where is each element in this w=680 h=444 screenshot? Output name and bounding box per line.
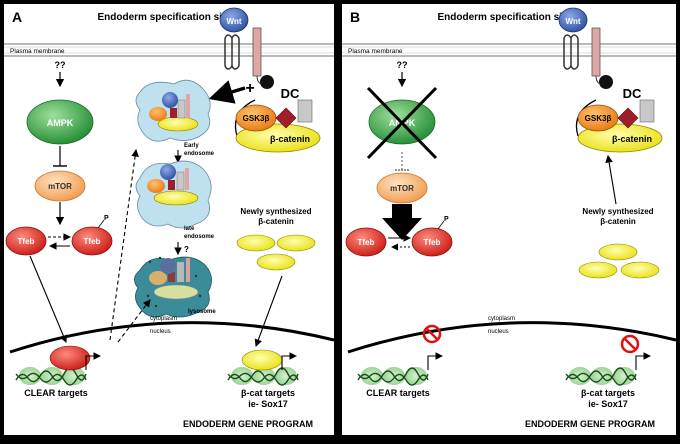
mtor-node bbox=[34, 170, 86, 202]
bcat-targets-label-1: β-cat targets bbox=[241, 388, 295, 398]
plasma-membrane-b bbox=[342, 43, 676, 57]
unknown-signal-label-b: ?? bbox=[397, 60, 408, 70]
gsk3b-label-b: GSK3β bbox=[585, 114, 612, 123]
dc-label: DC bbox=[281, 86, 300, 101]
frizzled-receptor bbox=[224, 34, 240, 70]
newly-synth-label-2: β-catenin bbox=[258, 217, 294, 226]
destruction-complex-b: β-catenin GSK3β DC bbox=[575, 86, 663, 153]
new-bcat-2-b bbox=[578, 261, 618, 279]
nucleus-label: nucleus bbox=[150, 329, 171, 335]
plus-sign: + bbox=[245, 80, 254, 97]
newly-synth-label-2-b: β-catenin bbox=[600, 217, 636, 226]
apc-node-b bbox=[639, 99, 655, 123]
no-transcription-icon-2 bbox=[620, 334, 640, 354]
endoderm-program-label-b: ENDODERM GENE PROGRAM bbox=[525, 419, 655, 429]
beta-catenin-label: β-catenin bbox=[270, 134, 310, 144]
panel-b: B Endoderm specification signal Plasma m… bbox=[342, 4, 677, 435]
panel-a-signal-title: Endoderm specification signal bbox=[97, 12, 242, 23]
new-bcat-2 bbox=[276, 234, 316, 252]
lysosome-label: lysosome bbox=[188, 309, 216, 315]
panel-a-letter: A bbox=[12, 9, 22, 25]
mtor-strong-activation-arrow bbox=[382, 204, 422, 240]
newly-synth-label-1-b: Newly synthesized bbox=[582, 207, 653, 216]
new-bcat-1-b bbox=[598, 243, 638, 261]
new-bcat-3-b bbox=[620, 261, 660, 279]
new-bcat-1 bbox=[236, 234, 276, 252]
frizzled-receptor-b bbox=[563, 34, 579, 70]
late-endosome-label-2: endosome bbox=[184, 234, 215, 240]
nuclear-envelope-b bbox=[347, 321, 677, 354]
bcat-chromatin-b bbox=[565, 366, 637, 386]
lrp6-coreceptor bbox=[252, 27, 262, 77]
apc-node bbox=[297, 99, 313, 123]
dc-label-b: DC bbox=[623, 86, 642, 101]
bcat-targets-label-1-b: β-cat targets bbox=[581, 388, 635, 398]
phospho-label-b: P bbox=[444, 216, 449, 223]
mtor-label-b: mTOR bbox=[390, 184, 414, 193]
axin-node bbox=[275, 107, 297, 129]
endoderm-program-label: ENDODERM GENE PROGRAM bbox=[183, 419, 313, 429]
wnt-ligand bbox=[219, 7, 249, 33]
clear-chromatin-b bbox=[357, 366, 429, 386]
cytoplasm-label: cytoplasm bbox=[150, 316, 177, 322]
unknown-signal-label: ?? bbox=[55, 60, 66, 70]
panel-b-signal-title: Endoderm specification signal bbox=[437, 12, 582, 23]
panel-a: A Endoderm specification signal Plasma m… bbox=[4, 4, 335, 435]
tfeb-dephosphorylated-b bbox=[345, 227, 387, 257]
tfeb-bound bbox=[49, 345, 91, 371]
ampk-label: AMPK bbox=[47, 118, 74, 128]
wnt-label: Wnt bbox=[226, 17, 241, 26]
clear-targets-label: CLEAR targets bbox=[24, 388, 88, 398]
tfeb-phosphorylated bbox=[71, 226, 113, 256]
no-transcription-icon bbox=[422, 324, 442, 344]
bcat-targets-label-2: ie- Sox17 bbox=[248, 399, 288, 409]
early-endosome bbox=[135, 79, 211, 142]
bcat-bound bbox=[241, 349, 283, 371]
beta-catenin-label-b: β-catenin bbox=[612, 134, 652, 144]
early-endosome-label-2: endosome bbox=[184, 151, 215, 157]
destruction-complex: β-catenin GSK3β DC + bbox=[234, 80, 321, 153]
wnt-ligand-b bbox=[558, 7, 588, 33]
new-bcat-3 bbox=[256, 253, 296, 271]
plasma-membrane bbox=[4, 43, 334, 57]
late-endosome-label-1: late bbox=[184, 226, 195, 232]
tfeb-left-label: Tfeb bbox=[18, 237, 35, 246]
clear-targets-label-b: CLEAR targets bbox=[366, 388, 430, 398]
panel-b-letter: B bbox=[350, 9, 360, 25]
tfeb-phosphorylated-b bbox=[411, 227, 453, 257]
tfeb-right-label: Tfeb bbox=[84, 237, 101, 246]
mtor-label: mTOR bbox=[48, 182, 72, 191]
cytoplasm-label-b: cytoplasm bbox=[488, 316, 515, 322]
bcat-targets-label-2-b: ie- Sox17 bbox=[588, 399, 628, 409]
tfeb-right-label-b: Tfeb bbox=[424, 238, 441, 247]
phospho-label: P bbox=[104, 215, 109, 222]
dishevelled-b bbox=[599, 75, 613, 89]
axin-node-b bbox=[617, 107, 639, 129]
nucleus-label-b: nucleus bbox=[488, 329, 509, 335]
lysosome bbox=[134, 256, 212, 318]
ampk-node bbox=[26, 99, 94, 145]
tfeb-left-label-b: Tfeb bbox=[358, 238, 375, 247]
tfeb-dephosphorylated bbox=[5, 226, 47, 256]
lysosome-unknown-label: ? bbox=[184, 245, 189, 254]
nuclear-envelope bbox=[9, 321, 335, 354]
ampk-knockout-cross bbox=[366, 86, 438, 160]
mtor-node-b bbox=[376, 172, 428, 204]
late-endosome bbox=[135, 160, 212, 229]
plasma-membrane-label: Plasma membrane bbox=[10, 48, 65, 55]
plasma-membrane-label-b: Plasma membrane bbox=[348, 48, 403, 55]
early-endosome-label-1: Early bbox=[184, 143, 199, 149]
wnt-label-b: Wnt bbox=[565, 17, 580, 26]
newly-synth-label-1: Newly synthesized bbox=[240, 207, 311, 216]
dishevelled bbox=[260, 75, 274, 89]
gsk3b-label: GSK3β bbox=[243, 114, 270, 123]
lrp6-coreceptor-b bbox=[591, 27, 601, 77]
